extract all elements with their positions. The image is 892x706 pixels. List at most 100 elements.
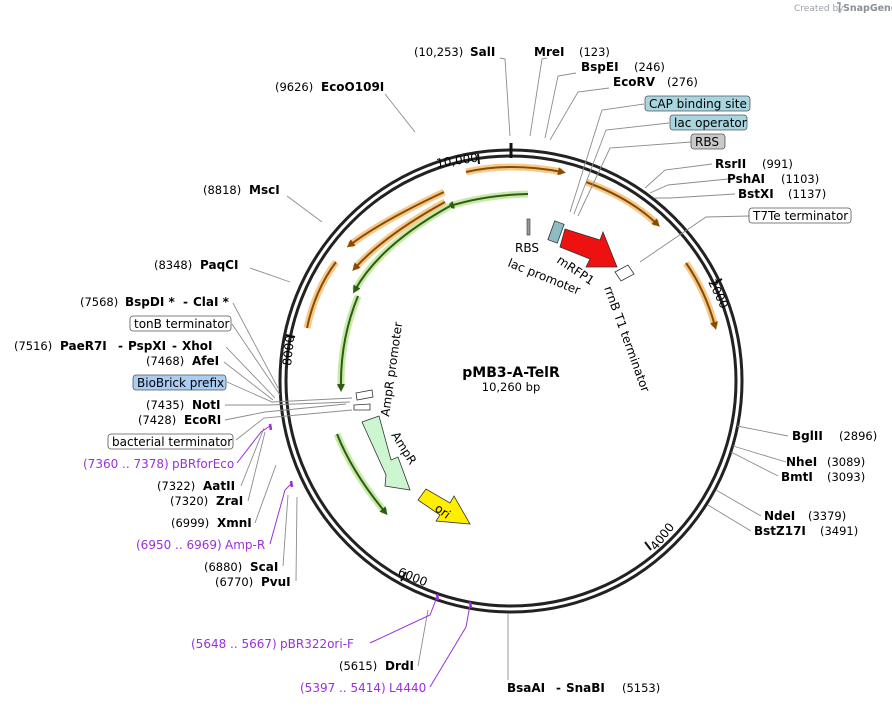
svg-text:bacterial terminator: bacterial terminator: [112, 435, 232, 449]
box-biobrick-prefix: BioBrick prefix: [132, 374, 227, 391]
svg-text:BioBrick prefix: BioBrick prefix: [137, 376, 224, 390]
box-rbs: RBS: [690, 133, 726, 150]
site-pos-bspdi: (7568): [80, 295, 118, 309]
site-name-scai: ScaI: [250, 560, 278, 574]
site-pos-bmti: (3093): [827, 470, 865, 484]
site-sep-clai: -: [183, 295, 188, 309]
site-name-rsrii: RsrII: [715, 157, 746, 171]
box-t7te-terminator: T7Te terminator: [748, 207, 852, 224]
site-name-afei: AfeI: [192, 354, 219, 368]
site-name-ecori: EcoRI: [184, 413, 221, 427]
site-name-zrai: ZraI: [216, 494, 243, 508]
site-pos-noti: (7435): [146, 398, 184, 412]
site-name-bsaai: BsaAI: [507, 681, 545, 695]
snapgene-logo-icon: [837, 2, 841, 13]
feature-ampr: AmpR: [361, 415, 419, 491]
site-name-pspxi: PspXI: [128, 339, 166, 353]
primer-name-pbr322ori-f: pBR322ori-F: [280, 637, 354, 651]
svg-text:lac operator: lac operator: [674, 116, 747, 130]
site-name-nhei: NheI: [786, 455, 817, 469]
site-name-bspei: BspEI: [581, 60, 619, 74]
site-name-drdi: DrdI: [385, 659, 414, 673]
site-name-bspdi: BspDI *: [125, 295, 175, 309]
site-name-xhoi: XhoI: [182, 339, 213, 353]
credit-prefix: Created by: [794, 4, 844, 14]
primer-range-l4440: (5397 .. 5414): [300, 681, 386, 695]
site-name-clai: ClaI *: [193, 295, 230, 309]
site-pos-xmni: (6999): [171, 516, 209, 530]
svg-text:tonB terminator: tonB terminator: [134, 317, 230, 331]
site-pos-aatii: (7322): [157, 479, 195, 493]
site-pos-mrei: (123): [579, 45, 610, 59]
feature-ori: ori: [417, 488, 471, 525]
site-pos-drdi: (5615): [339, 659, 377, 673]
feature-rrnb-t1-terminator: rrnB T1 terminator: [601, 264, 653, 394]
primer-range-pbrforeco: (7360 .. 7378): [83, 457, 169, 471]
site-pos-zrai: (7320): [170, 494, 208, 508]
site-name-sali: SalI: [470, 45, 495, 59]
primer-marks: [268, 423, 473, 609]
leader-lines: [223, 57, 789, 688]
site-sep-xhoi: -: [172, 339, 177, 353]
site-pos-paer7i: (7516): [14, 339, 52, 353]
tick-label-8000: 8000: [280, 334, 297, 366]
site-name-ndei: NdeI: [764, 509, 795, 523]
credit-brand: SnapGene: [843, 3, 892, 14]
site-pos-bspei: (246): [634, 60, 665, 74]
site-pos-pshai: (1103): [781, 172, 819, 186]
feature-label-rbs: RBS: [515, 241, 539, 255]
site-pos-ecorv: (276): [667, 75, 698, 89]
orf-arrows-green: [333, 190, 529, 516]
site-sep-snabi: -: [556, 681, 561, 695]
svg-text:RBS: RBS: [695, 135, 719, 149]
site-name-ecoo109i: EcoO109I: [321, 80, 384, 94]
primer-name-amp-r: Amp-R: [225, 538, 265, 552]
box-bacterial-terminator: bacterial terminator: [107, 433, 234, 450]
site-name-noti: NotI: [192, 398, 221, 412]
site-pos-paqci: (8348): [154, 258, 192, 272]
site-name-mrei: MreI: [534, 45, 564, 59]
site-name-bstxi: BstXI: [738, 187, 774, 201]
site-name-ecorv: EcoRV: [613, 75, 656, 89]
orf-arrows-orange: [303, 163, 719, 330]
site-name-paqci: PaqCI: [200, 258, 238, 272]
site-pos-bsaai: (5153): [622, 681, 660, 695]
site-pos-afei: (7468): [146, 354, 184, 368]
site-name-xmni: XmnI: [217, 516, 252, 530]
site-name-aatii: AatII: [203, 479, 235, 493]
site-name-msci: MscI: [249, 183, 280, 197]
box-cap-binding-site: CAP binding site: [644, 95, 751, 112]
box-lac-operator: lac operator: [669, 114, 748, 131]
primer-range-amp-r: (6950 .. 6969): [136, 538, 222, 552]
site-name-bmti: BmtI: [781, 470, 813, 484]
svg-text:CAP binding site: CAP binding site: [649, 97, 747, 111]
plasmid-name: pMB3-A-TelR: [462, 365, 560, 381]
plasmid-size: 10,260 bp: [482, 380, 541, 394]
site-name-bstz17i: BstZ17I: [754, 524, 806, 538]
primer-range-pbr322ori-f: (5648 .. 5667): [191, 637, 277, 651]
svg-text:T7Te terminator: T7Te terminator: [752, 209, 848, 223]
site-name-snabi: SnaBI: [566, 681, 605, 695]
site-name-bglii: BglII: [792, 429, 823, 443]
site-pos-bstxi: (1137): [788, 187, 826, 201]
feature-ampr-promoter: AmpR promoter: [353, 321, 405, 417]
site-sep-pspxi: -: [118, 339, 123, 353]
site-name-pshai: PshAI: [727, 172, 765, 186]
primer-name-pbrforeco: pBRforEco: [172, 457, 234, 471]
primer-name-l4440: L4440: [389, 681, 426, 695]
site-pos-sali: (10,253): [414, 45, 463, 59]
feature-label-rrnb: rrnB T1 terminator: [601, 284, 652, 394]
site-pos-msci: (8818): [203, 183, 241, 197]
site-name-pvui: PvuI: [261, 575, 291, 589]
feature-label-ampr-promoter: AmpR promoter: [378, 321, 405, 417]
site-pos-scai: (6880): [204, 560, 242, 574]
site-pos-ecori: (7428): [138, 413, 176, 427]
site-pos-nhei: (3089): [827, 455, 865, 469]
site-pos-ndei: (3379): [808, 509, 846, 523]
tick-label-10000: 10,000: [435, 151, 479, 171]
tick-marks: [285, 153, 723, 582]
site-pos-rsrii: (991): [762, 157, 793, 171]
site-pos-ecoo109i: (9626): [275, 80, 313, 94]
site-pos-pvui: (6770): [215, 575, 253, 589]
